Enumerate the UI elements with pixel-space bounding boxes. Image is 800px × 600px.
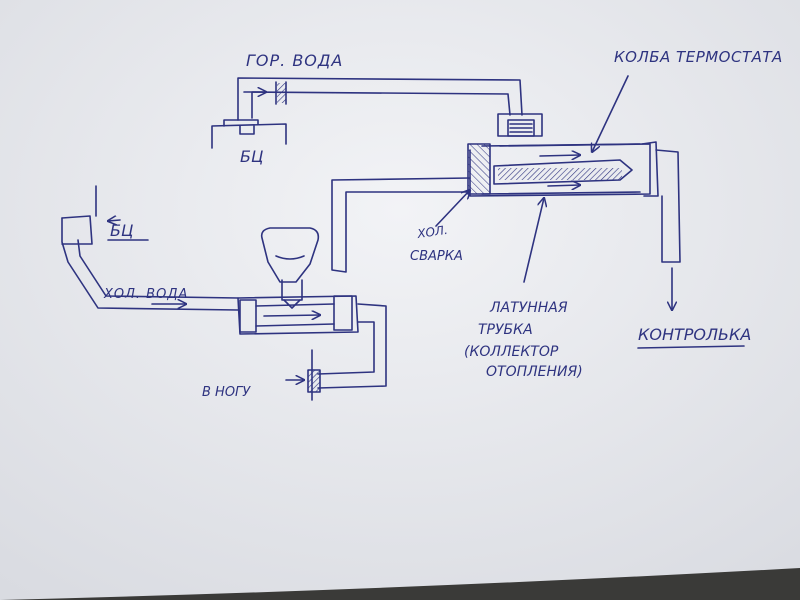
label-brass-tube-line1: ЛАТУННАЯ [489, 300, 568, 316]
label-brass-tube-line3: (КОЛЛЕКТОР [464, 344, 559, 360]
label-cold-weld-line1: ХОЛ. [415, 223, 448, 241]
thermostat-to-valve-pipe [331, 177, 471, 273]
cold-water-pipe [61, 185, 239, 311]
bc-top-fitting [211, 119, 287, 149]
label-thermostat-bulb: КОЛБА ТЕРМОСТАТА [614, 48, 783, 66]
label-control-light: КОНТРОЛЬКА [638, 325, 751, 344]
mixer-body [237, 295, 359, 335]
hot-water-pipe [237, 77, 523, 121]
control-line-pipe [655, 149, 681, 310]
label-brass-tube-line4: ОТОПЛЕНИЯ) [486, 364, 583, 380]
label-brass-tube-line2: ТРУБКА [478, 322, 533, 338]
label-bc-top: БЦ [240, 147, 263, 166]
arrow-to-thermostat-bulb [592, 75, 629, 152]
valve-handle [260, 227, 320, 309]
label-to-tap: В НОГУ [202, 385, 251, 400]
label-cold-weld-line2: СВАРКА [410, 249, 463, 264]
tap-outlet-pipe [285, 303, 387, 401]
arrow-to-brass-tube [523, 198, 544, 283]
label-cold-water: ХОЛ. ВОДА [103, 287, 188, 302]
label-hot-water: ГОР. ВОДА [246, 51, 343, 70]
arrow-to-cold-weld [435, 190, 470, 227]
underline-control-light [637, 345, 745, 349]
label-bc-left: БЦ [110, 221, 133, 240]
